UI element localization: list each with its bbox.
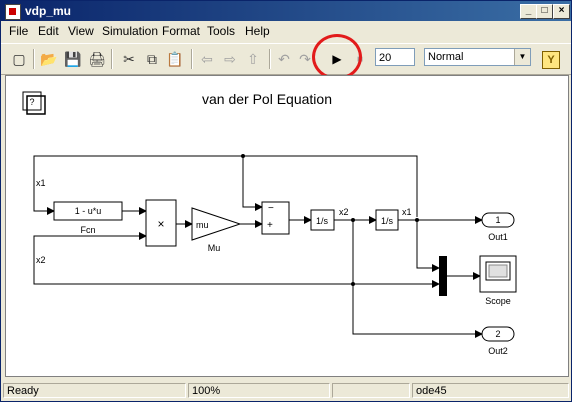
menu-format[interactable]: Format [162, 24, 201, 38]
debug-icon[interactable]: Y [542, 51, 560, 69]
redo-icon[interactable]: ↷ [299, 50, 311, 67]
print-icon[interactable]: 🖨 [88, 50, 106, 67]
simulation-mode-select[interactable]: Normal ▼ [424, 48, 531, 66]
scope-label: Scope [485, 296, 511, 306]
status-zoom: 100% [188, 383, 330, 398]
signal-label-x1: x1 [402, 207, 412, 217]
simulation-mode-value: Normal [428, 51, 464, 63]
out2-port-block[interactable]: 2 Out2 [481, 326, 515, 356]
gain-block[interactable]: mu Mu [191, 207, 242, 253]
window-title: vdp_mu [25, 4, 72, 18]
gain-value: mu [196, 220, 209, 230]
signal-label-x1-loop: x1 [36, 178, 46, 188]
highlight-circle [312, 34, 362, 80]
cut-icon[interactable]: ✂ [123, 50, 135, 67]
sum-minus-sign: − [268, 203, 274, 214]
fcn-block[interactable]: 1 - u*u Fcn [53, 201, 123, 235]
toolbar-separator [111, 49, 113, 69]
menu-help[interactable]: Help [245, 24, 270, 38]
out1-port-block[interactable]: 1 Out1 [481, 212, 515, 242]
out2-label: Out2 [488, 346, 508, 356]
model-canvas[interactable]: ? van der Pol Equation [5, 75, 569, 377]
toolbar-separator [269, 49, 271, 69]
menu-tools[interactable]: Tools [207, 24, 236, 38]
info-block-label: ? [29, 97, 34, 107]
fcn-label: Fcn [80, 225, 95, 235]
model-info-block[interactable]: ? [22, 91, 46, 115]
signal-wires [33, 155, 483, 338]
up-arrow-icon[interactable]: ⇧ [247, 50, 259, 67]
sum-block[interactable]: − + [261, 201, 290, 235]
diagram-title: van der Pol Equation [202, 91, 332, 107]
scope-block[interactable]: Scope [479, 255, 517, 306]
paste-icon[interactable]: 📋 [166, 50, 184, 67]
menu-bar: File Edit View Simulation Format Tools H… [1, 21, 571, 41]
new-model-icon[interactable]: ▢ [12, 50, 26, 67]
menu-simulation[interactable]: Simulation [102, 24, 159, 38]
maximize-button[interactable]: □ [536, 4, 553, 19]
out1-label: Out1 [488, 232, 508, 242]
toolbar: ▢ 📂 💾 🖨 ✂ ⧉ 📋 ⇦ ⇨ ⇧ ↶ ↷ ▶ ■ Y [1, 43, 571, 75]
sum-plus-sign: + [267, 220, 273, 231]
integrator-block-1[interactable]: 1/s [310, 209, 335, 231]
open-folder-icon[interactable]: 📂 [40, 50, 58, 67]
status-bar: Ready 100% ode45 [1, 381, 571, 401]
status-empty [332, 383, 410, 398]
stop-time-input[interactable]: 20 [375, 48, 415, 66]
title-bar: vdp_mu _ □ × [1, 1, 571, 21]
gain-label: Mu [208, 243, 221, 253]
copy-icon[interactable]: ⧉ [147, 50, 157, 67]
menu-edit[interactable]: Edit [38, 24, 59, 38]
product-block[interactable]: × [145, 199, 177, 247]
integrator-1-label: 1/s [316, 216, 329, 226]
simulink-app-icon[interactable] [5, 4, 21, 20]
fcn-expression: 1 - u*u [75, 206, 102, 216]
toolbar-separator [33, 49, 35, 69]
product-symbol: × [157, 217, 164, 231]
menu-file[interactable]: File [9, 24, 29, 38]
toolbar-separator [191, 49, 193, 69]
wire-branch-points [241, 154, 419, 286]
block-diagram: ? van der Pol Equation [22, 91, 517, 356]
save-icon[interactable]: 💾 [64, 50, 82, 67]
forward-arrow-icon[interactable]: ⇨ [224, 50, 236, 67]
back-arrow-icon[interactable]: ⇦ [201, 50, 213, 67]
mux-block[interactable] [439, 256, 447, 296]
integrator-2-label: 1/s [381, 216, 394, 226]
integrator-block-2[interactable]: 1/s [375, 209, 399, 231]
close-button[interactable]: × [553, 4, 570, 19]
out1-port-number: 1 [495, 215, 500, 225]
dropdown-arrow-icon[interactable]: ▼ [514, 49, 530, 65]
minimize-button[interactable]: _ [520, 4, 537, 19]
signal-label-x2: x2 [339, 207, 349, 217]
status-solver: ode45 [412, 383, 569, 398]
undo-icon[interactable]: ↶ [278, 50, 290, 67]
out2-port-number: 2 [495, 329, 500, 339]
menu-view[interactable]: View [68, 24, 94, 38]
signal-label-x2-loop: x2 [36, 255, 46, 265]
status-ready: Ready [3, 383, 186, 398]
